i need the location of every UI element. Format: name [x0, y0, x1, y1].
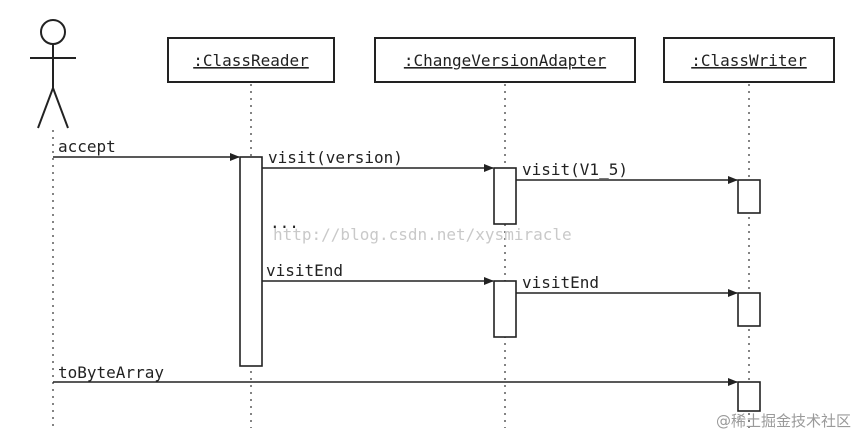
watermark-text: http://blog.csdn.net/xysmiracle	[273, 225, 572, 244]
change-version-adapter-header: :ChangeVersionAdapter	[374, 37, 636, 83]
visitend-2-label: visitEnd	[522, 273, 599, 292]
tobytearray-label: toByteArray	[58, 363, 164, 382]
class-reader-header: :ClassReader	[167, 37, 335, 83]
ellipsis-label: ...	[270, 213, 299, 232]
adapter-activation-2	[493, 280, 517, 338]
accept-label: accept	[58, 137, 116, 156]
writer-activation-2	[737, 292, 761, 327]
footer-text: @稀土掘金技术社区	[716, 412, 851, 430]
class-writer-header: :ClassWriter	[663, 37, 835, 83]
actor-icon	[30, 19, 76, 129]
adapter-activation-1	[493, 167, 517, 225]
visitend-1-label: visitEnd	[266, 261, 343, 280]
visit-v1-5-label: visit(V1_5)	[522, 160, 628, 179]
visit-version-label: visit(version)	[268, 148, 403, 167]
class-reader-label: :ClassReader	[193, 51, 309, 70]
change-version-adapter-label: :ChangeVersionAdapter	[404, 51, 607, 70]
class-reader-activation	[239, 156, 263, 367]
class-writer-label: :ClassWriter	[691, 51, 807, 70]
writer-activation-1	[737, 179, 761, 214]
writer-activation-3	[737, 381, 761, 412]
